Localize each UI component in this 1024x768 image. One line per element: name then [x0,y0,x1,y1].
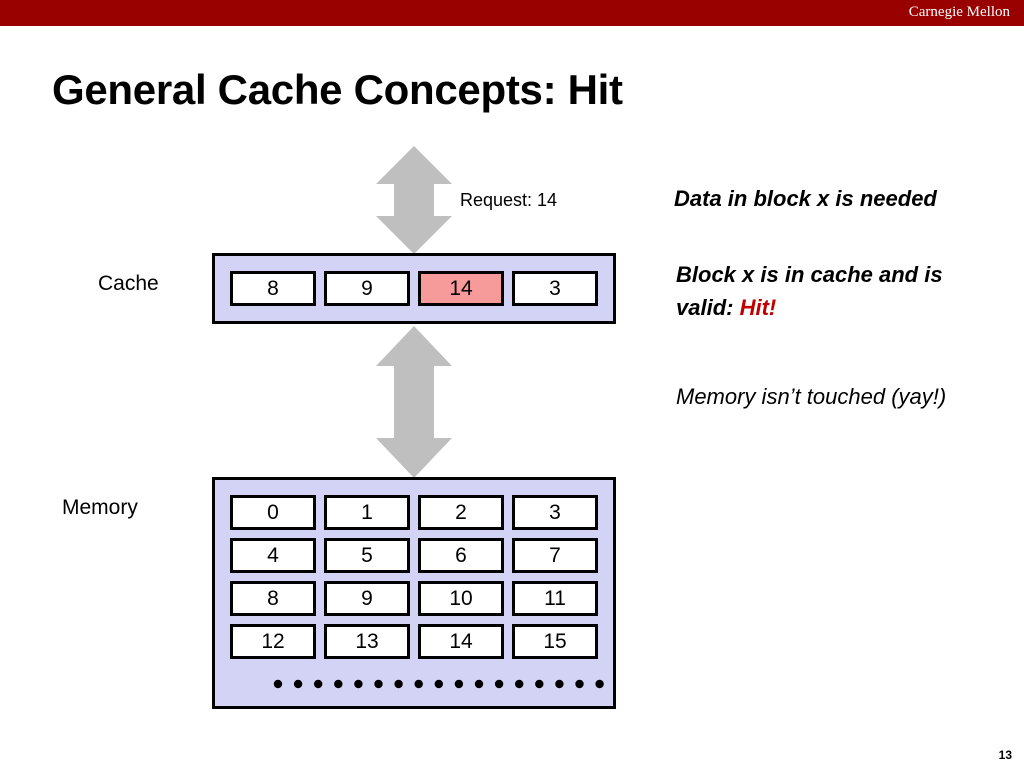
memory-block: 0 [230,495,316,530]
cache-label: Cache [98,272,159,295]
memory-block: 13 [324,624,410,659]
ellipsis-dot [273,679,283,689]
hit-word: Hit! [739,295,777,320]
note-memory-untouched: Memory isn’t touched (yay!) [676,384,947,409]
memory-panel: 0 1 2 3 4 5 6 7 8 9 10 11 12 13 14 15 [212,477,616,709]
memory-block: 5 [324,538,410,573]
brand-name: Carnegie Mellon [908,4,1010,20]
cache-block: 9 [324,271,410,306]
memory-block: 3 [512,495,598,530]
header-bar: Carnegie Mellon [0,0,1024,26]
memory-block: 6 [418,538,504,573]
memory-block: 15 [512,624,598,659]
memory-block: 4 [230,538,316,573]
ellipsis-dot [394,679,403,689]
memory-block: 9 [324,581,410,616]
cache-block: 3 [512,271,598,306]
ellipsis-dot [314,679,323,689]
ellipsis-dot [494,679,504,689]
ellipsis-dot [434,679,443,689]
memory-block: 1 [324,495,410,530]
ellipsis-dot [454,679,464,689]
note-block-valid-text: Block x is in cache and is valid: [676,262,943,320]
request-label: Request: 14 [460,190,558,210]
note-data-needed: Data in block x is needed [674,186,937,211]
memory-block: 14 [418,624,504,659]
ellipsis-dots [273,679,604,689]
ellipsis-dot [595,679,604,689]
page-number: 13 [998,748,1012,762]
memory-block: 2 [418,495,504,530]
note-block-valid: Block x is in cache and is valid: Hit! [676,258,986,324]
ellipsis-dot [474,679,484,689]
cache-memory-arrow-icon [376,326,452,478]
memory-block: 11 [512,581,598,616]
ellipsis-dot [555,679,564,689]
ellipsis-dot [293,679,303,689]
memory-block: 8 [230,581,316,616]
cache-block-hit: 14 [418,271,504,306]
ellipsis-dot [575,679,584,689]
memory-block: 10 [418,581,504,616]
ellipsis-dot [374,679,383,689]
ellipsis-dot [515,679,524,689]
ellipsis-dot [414,679,423,689]
cache-block: 8 [230,271,316,306]
memory-block: 7 [512,538,598,573]
ellipsis-dot [535,679,544,689]
slide-title: General Cache Concepts: Hit [52,66,623,113]
ellipsis-dot [354,679,363,689]
memory-label: Memory [62,496,138,519]
ellipsis-dot [334,679,343,689]
memory-block: 12 [230,624,316,659]
cache-panel: 8 9 14 3 [212,253,616,324]
